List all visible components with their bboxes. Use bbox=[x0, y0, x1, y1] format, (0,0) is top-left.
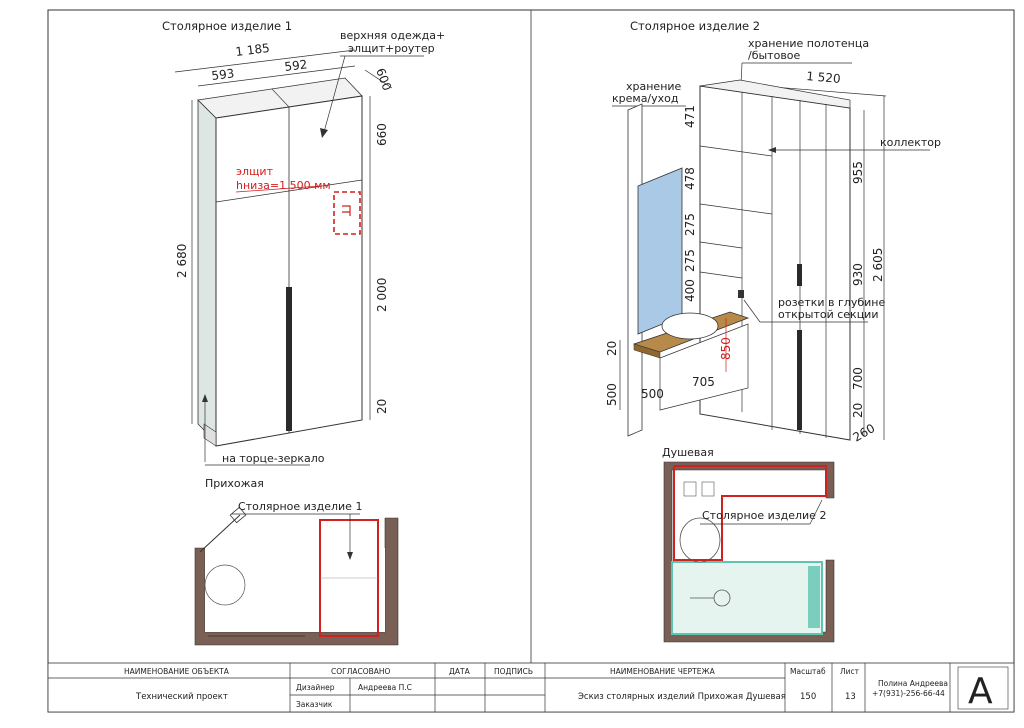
stamp-customer-label: Заказчик bbox=[296, 700, 333, 709]
dim-r-260: 260 bbox=[851, 421, 878, 445]
note-collector: коллектор bbox=[880, 136, 941, 149]
dim-width-total: 1 185 bbox=[235, 41, 271, 59]
stamp-designer-label: Дизайнер bbox=[296, 683, 335, 692]
note-cream-2: крема/уход bbox=[612, 92, 679, 105]
right-plan-label: Столярное изделие 2 bbox=[702, 509, 826, 522]
right-title: Столярное изделие 2 bbox=[630, 19, 760, 33]
dim-w1: 593 bbox=[211, 66, 235, 83]
dim-w2: 592 bbox=[284, 57, 308, 74]
dim-r-400: 400 bbox=[683, 279, 697, 302]
stamp-scale-header: Масштаб bbox=[790, 667, 826, 676]
dim-r-width-total: 1 520 bbox=[806, 69, 841, 86]
stamp-object-value: Технический проект bbox=[135, 692, 228, 702]
stamp-object-header: НАИМЕНОВАНИЕ ОБЪЕКТА bbox=[124, 667, 230, 676]
cabinet-2-elevation: Столярное изделие 2 хранение полотенца /… bbox=[605, 19, 941, 445]
dim-r-930: 930 bbox=[851, 263, 865, 286]
note-sockets-1: розетки в глубине bbox=[778, 296, 885, 309]
dim-r-478: 478 bbox=[683, 167, 697, 190]
title-block: НАИМЕНОВАНИЕ ОБЪЕКТА Технический проект … bbox=[47, 662, 1015, 713]
side-mirror-panel bbox=[197, 99, 217, 443]
stamp-designer-name: Андреева П.С bbox=[358, 683, 412, 692]
note-cream-1: хранение bbox=[626, 80, 682, 93]
door-handle bbox=[286, 287, 292, 431]
note-towel-1: хранение полотенца bbox=[748, 37, 869, 50]
note-bottom: на торце-зеркало bbox=[222, 452, 325, 465]
cabinet-2-plan-outline bbox=[673, 465, 827, 561]
stamp-sheet-value: 13 bbox=[845, 692, 856, 702]
left-title: Столярное изделие 1 bbox=[162, 19, 292, 33]
stamp-drawing-value: Эскиз столярных изделий Прихожая Душевая bbox=[578, 692, 786, 702]
dim-r-b705: 705 bbox=[692, 375, 715, 389]
stamp-sign-header: ПОДПИСЬ bbox=[494, 667, 533, 676]
dim-plinth: 20 bbox=[375, 399, 389, 414]
shower-room-plan: Душевая Столярное изделие 2 bbox=[662, 446, 835, 643]
cabinet-1-elevation: Столярное изделие 1 1 185 593 592 600 ве… bbox=[162, 19, 445, 466]
dim-r-2605: 2 605 bbox=[871, 248, 885, 282]
hallway-plan: Прихожая Столярное изделие 1 bbox=[194, 477, 399, 646]
right-plan-title: Душевая bbox=[662, 446, 714, 459]
dim-lower: 2 000 bbox=[375, 278, 389, 312]
dim-r-20: 20 bbox=[851, 403, 865, 418]
electric-panel-mark bbox=[333, 191, 361, 235]
dim-r-955: 955 bbox=[851, 161, 865, 184]
dim-r-850: 850 bbox=[719, 337, 733, 360]
stamp-author-phone: +7(931)-256-66-44 bbox=[872, 689, 945, 698]
dim-height-total: 2 680 bbox=[175, 244, 189, 278]
dim-r-275b: 275 bbox=[683, 249, 697, 272]
mirror bbox=[637, 167, 683, 335]
stamp-date-header: ДАТА bbox=[449, 667, 471, 676]
left-plan-label: Столярное изделие 1 bbox=[238, 500, 362, 513]
dim-r-20a: 20 bbox=[605, 341, 619, 356]
dim-r-275a: 275 bbox=[683, 213, 697, 236]
note-red-height: hниза=1 500 мм bbox=[236, 179, 331, 192]
stamp-drawing-header: НАИМЕНОВАНИЕ ЧЕРТЕЖА bbox=[610, 667, 716, 676]
logo-frame bbox=[957, 666, 1009, 710]
note-top-1: верхняя одежда+ bbox=[340, 29, 445, 42]
note-red: элщит bbox=[236, 165, 274, 178]
dim-r-500: 500 bbox=[605, 383, 619, 406]
dim-r-471: 471 bbox=[683, 105, 697, 128]
note-top-2: элщит+роутер bbox=[348, 42, 435, 55]
stamp-author-name: Полина Андреева bbox=[878, 679, 948, 688]
sink bbox=[661, 312, 719, 340]
dim-r-700: 700 bbox=[851, 367, 865, 390]
note-towel-2: /бытовое bbox=[748, 49, 801, 62]
dim-r-b500: 500 bbox=[641, 387, 664, 401]
logo-letter: A bbox=[968, 671, 993, 712]
dim-depth: 600 bbox=[373, 66, 394, 92]
left-plan-title: Прихожая bbox=[205, 477, 264, 490]
stamp-scale-value: 150 bbox=[800, 692, 816, 702]
note-sockets-2: открытой секции bbox=[778, 308, 878, 321]
stamp-agreed-header: СОГЛАСОВАНО bbox=[331, 667, 391, 676]
dim-upper: 660 bbox=[375, 123, 389, 146]
stamp-sheet-header: Лист bbox=[840, 667, 860, 676]
